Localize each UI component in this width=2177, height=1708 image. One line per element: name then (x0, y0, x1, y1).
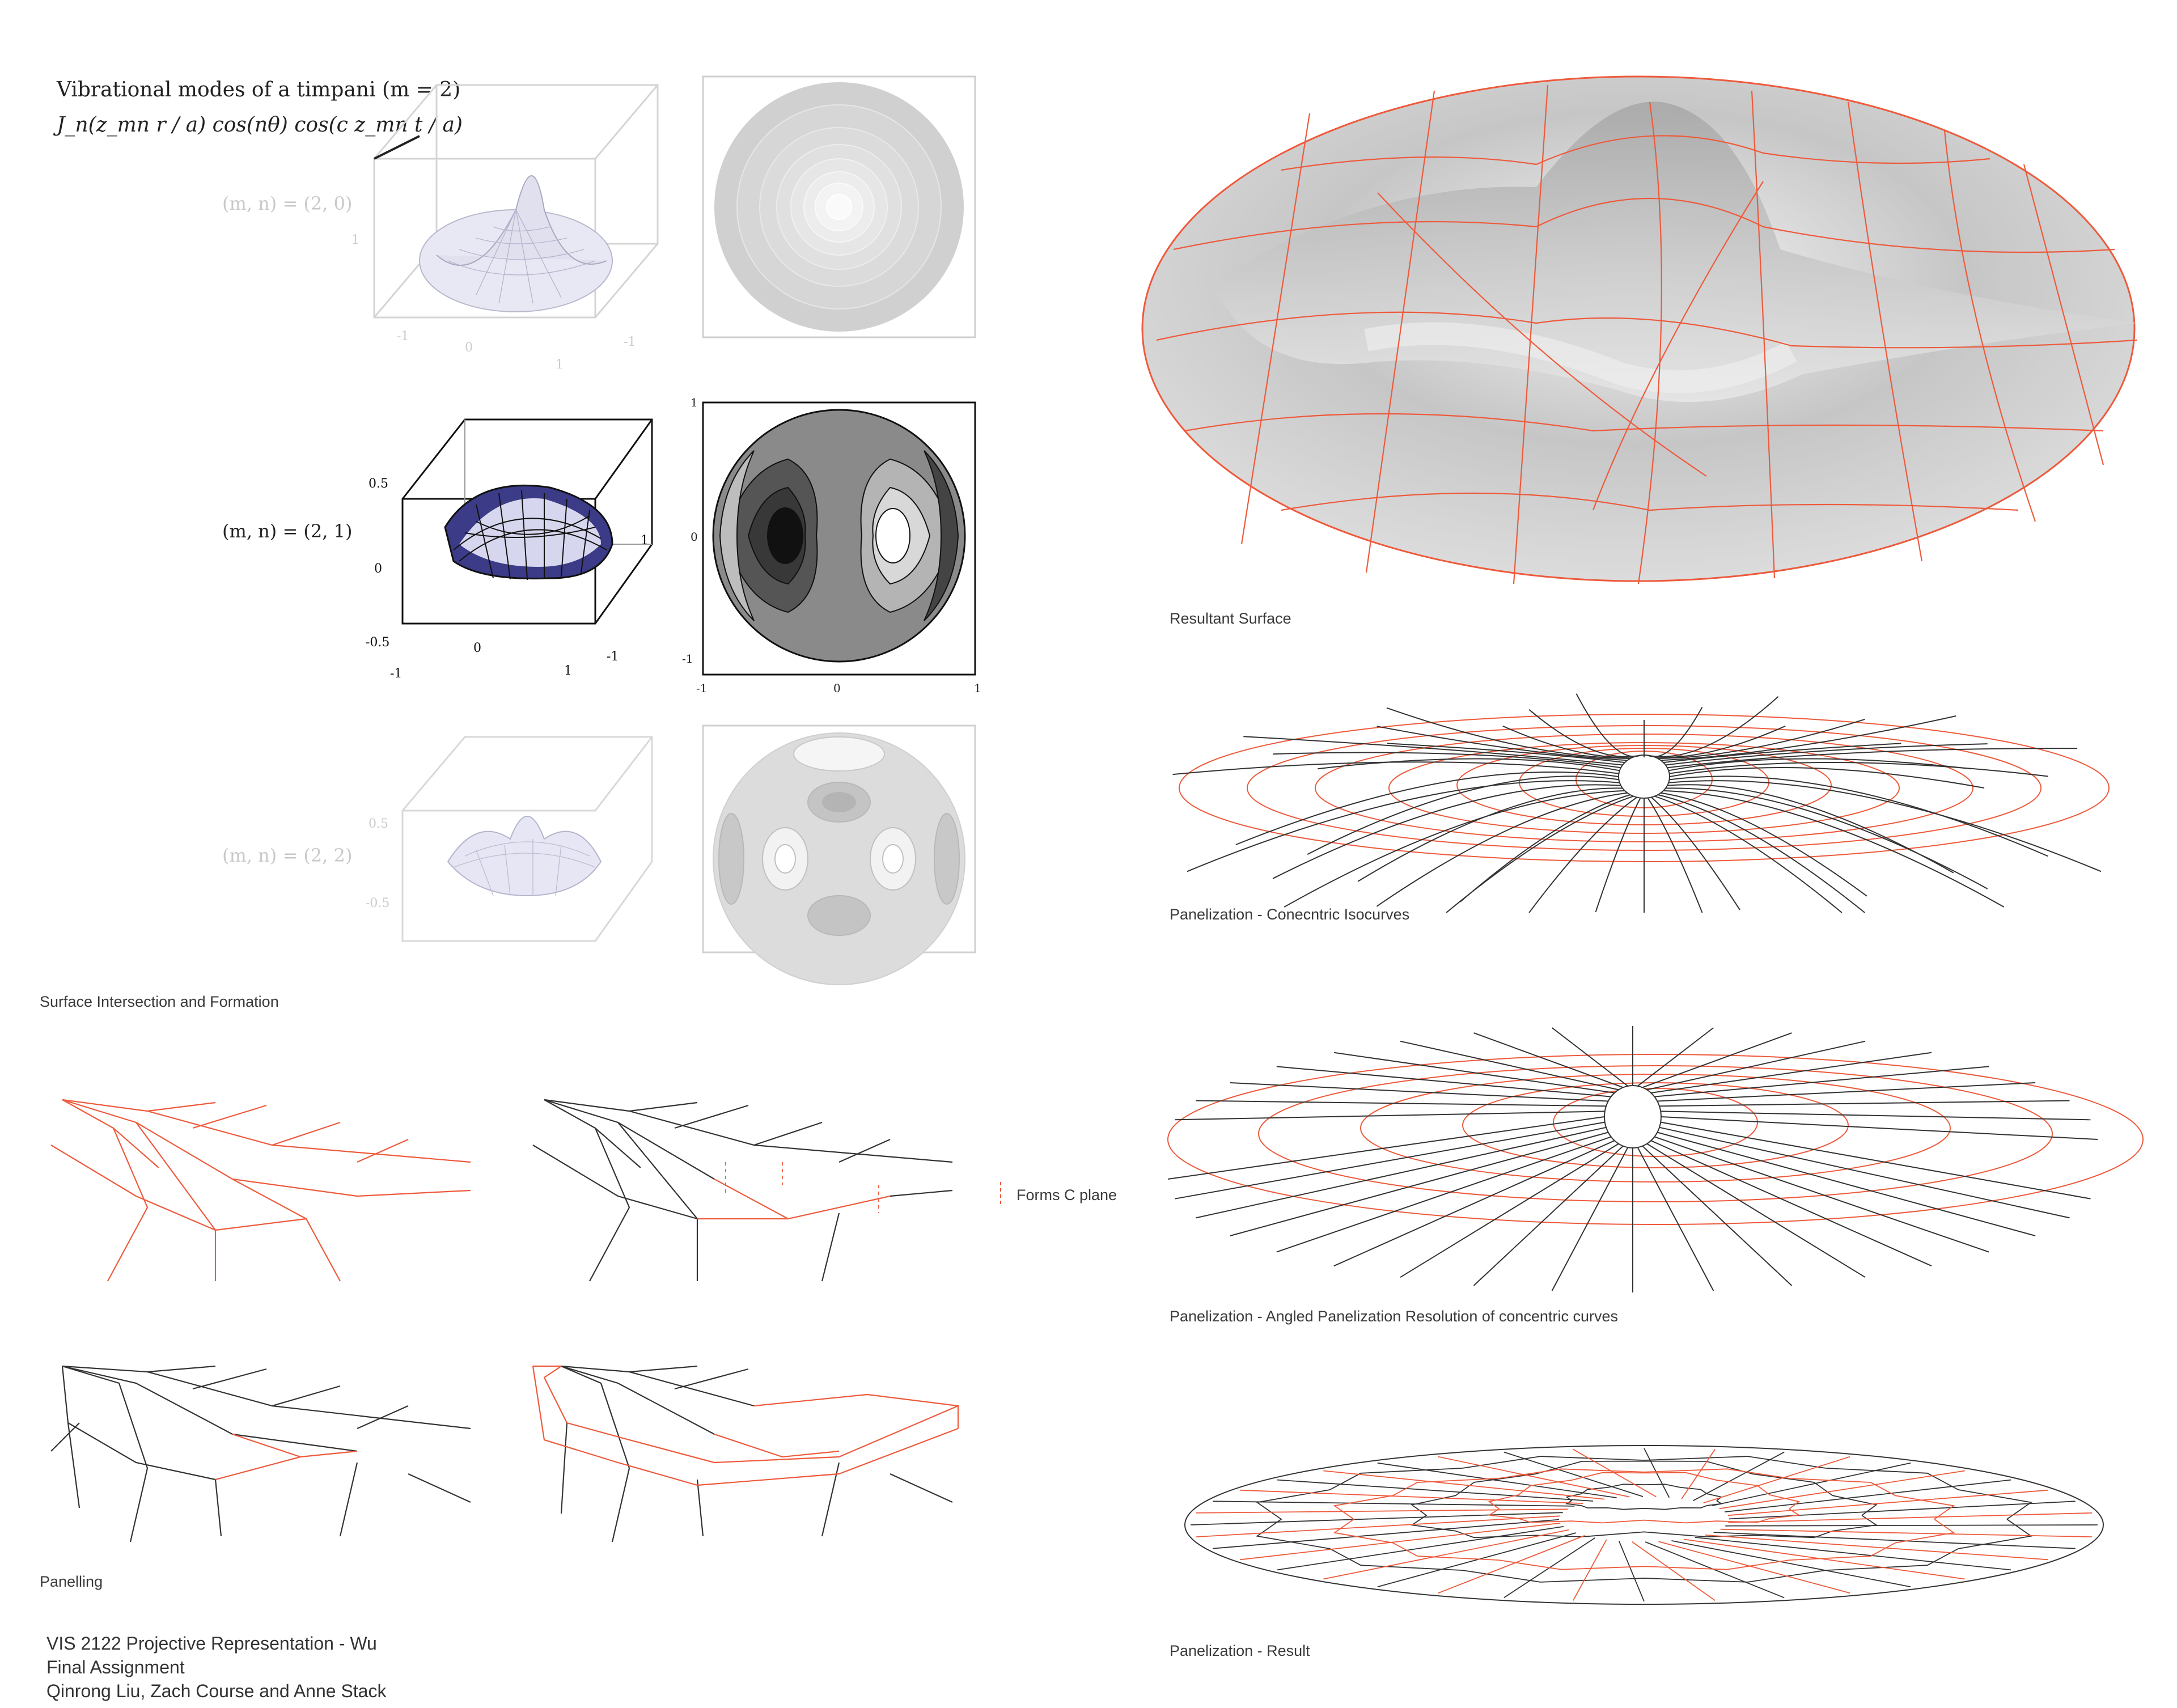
panelling-diagram-1 (50, 1099, 471, 1282)
svg-text:-1: -1 (397, 329, 409, 344)
mode-label-2-0: (m, n) = (2, 0) (222, 193, 353, 214)
svg-text:0.5: 0.5 (369, 817, 388, 831)
contour-tick-x0: 0 (833, 681, 841, 695)
resultant-surface-render (1141, 75, 2138, 584)
credits-block: VIS 2122 Projective Representation - Wu … (46, 1631, 386, 1703)
panelling-diagram-2 (532, 1099, 953, 1282)
contour-tick-xmax: 1 (974, 681, 981, 695)
svg-text:1: 1 (556, 358, 564, 372)
svg-text:1: 1 (641, 533, 649, 548)
caption-surface-formation: Surface Intersection and Formation (40, 993, 279, 1010)
legend-forms-c-plane: Forms C plane (1017, 1186, 1117, 1203)
contour-plot-mode-2-1 (702, 401, 976, 676)
svg-text:0: 0 (374, 562, 382, 576)
contour-plot-mode-2-0 (702, 75, 976, 338)
credits-course: VIS 2122 Projective Representation - Wu (46, 1633, 377, 1654)
caption-result: Panelization - Result (1170, 1642, 1310, 1659)
svg-text:0: 0 (465, 341, 473, 355)
credits-authors: Qinrong Liu, Zach Course and Anne Stack (46, 1681, 387, 1701)
contour-tick-xmin: -1 (696, 681, 708, 695)
caption-angled-panelization: Panelization - Angled Panelization Resol… (1170, 1308, 1618, 1325)
c-plane-legend-icon (1000, 1182, 1001, 1207)
surface-plot-mode-2-1: 0.5 0 -0.5 -1 0 1 -1 1 (366, 418, 653, 681)
caption-resultant-surface: Resultant Surface (1170, 610, 1291, 627)
svg-text:0: 0 (473, 641, 481, 655)
panelling-diagram-3 (50, 1365, 471, 1542)
timpani-title: Vibrational modes of a timpani (m = 2) (57, 78, 461, 101)
svg-text:1: 1 (351, 233, 359, 247)
timpani-formula: J_n(z_mn r / a) cos(nθ) cos(c z_mn t / a… (57, 113, 463, 137)
mode-label-2-2: (m, n) = (2, 2) (222, 845, 353, 866)
contour-tick-ymax: 1 (691, 396, 698, 409)
angled-panelization-drawing (1167, 1026, 2144, 1292)
concentric-isocurves-drawing (1172, 693, 2110, 913)
contour-tick-y0: 0 (691, 530, 698, 544)
svg-text:-1: -1 (390, 667, 402, 681)
svg-text:-1: -1 (624, 335, 636, 349)
svg-text:0.5: 0.5 (369, 477, 388, 491)
svg-text:-0.5: -0.5 (366, 635, 389, 650)
panelization-result-drawing (1184, 1445, 2104, 1605)
svg-text:1: 1 (564, 664, 572, 678)
mode-label-2-1: (m, n) = (2, 1) (222, 520, 353, 542)
surface-plot-mode-2-2: 0.5 -0.5 (366, 736, 653, 942)
caption-panelling: Panelling (40, 1573, 103, 1590)
caption-concentric-isocurves: Panelization - Conecntric Isocurves (1170, 906, 1410, 923)
credits-assignment: Final Assignment (46, 1657, 185, 1677)
svg-text:-0.5: -0.5 (366, 896, 389, 910)
contour-plot-mode-2-2 (702, 724, 976, 985)
panelling-diagram-4 (532, 1365, 959, 1542)
svg-text:-1: -1 (607, 650, 619, 664)
contour-tick-ymin: -1 (682, 652, 693, 666)
surface-plot-mode-2-0: 1 0 -1 1 -1 (351, 84, 659, 372)
